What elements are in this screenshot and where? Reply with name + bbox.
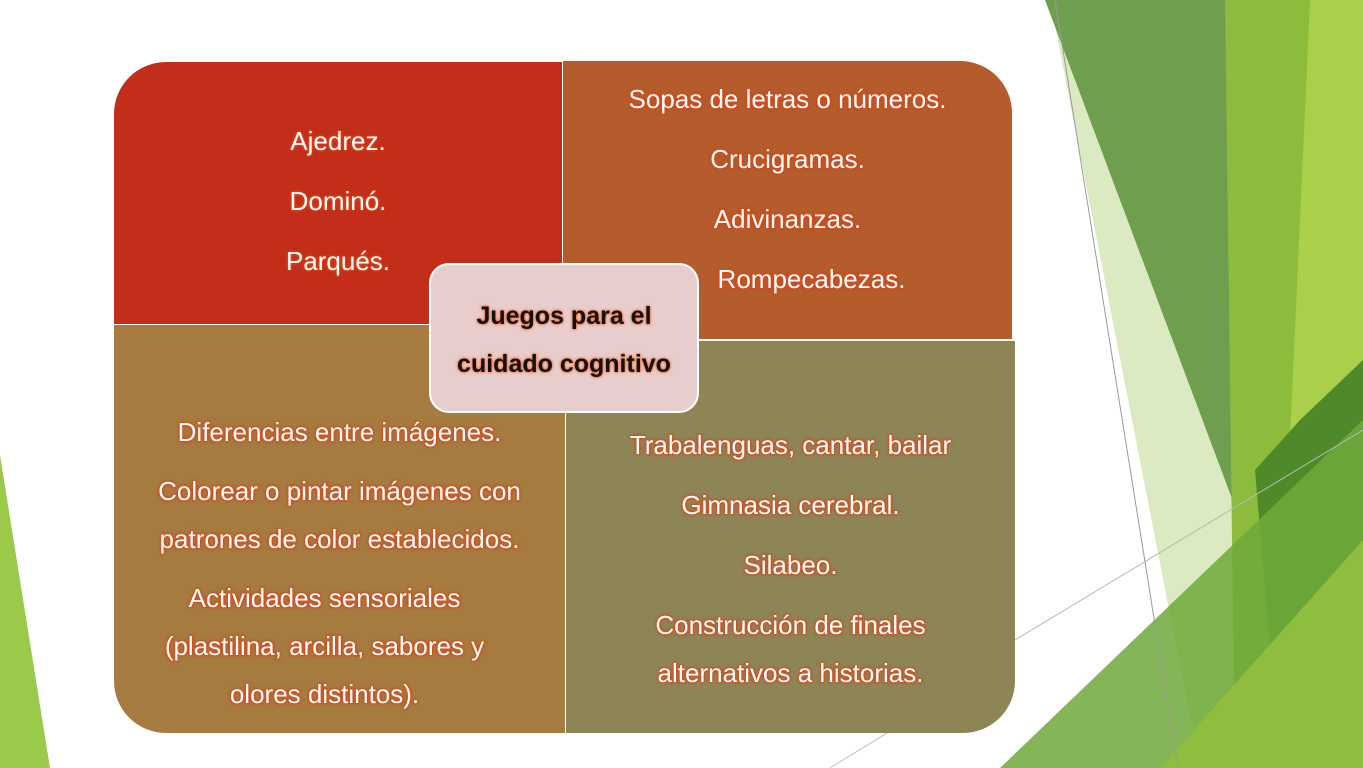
list-item: Actividades sensoriales (plastilina, arc… xyxy=(164,583,485,709)
center-title: Juegos para el cuidado cognitivo xyxy=(457,302,671,378)
list-item: Adivinanzas. xyxy=(713,204,862,234)
list-item: Dominó. xyxy=(289,186,387,216)
center-title-box: Juegos para el cuidado cognitivo xyxy=(429,263,699,413)
list-item: Gimnasia cerebral. xyxy=(681,490,900,520)
list-item: Construcción de finales alternativos a h… xyxy=(655,610,926,688)
list-item: Sopas de letras o números. xyxy=(628,84,947,114)
decor-thin-line-2 xyxy=(1014,429,1363,641)
list-item: Rompecabezas. xyxy=(717,264,906,294)
list-item: Crucigramas. xyxy=(710,144,865,174)
bottom-lime-shape xyxy=(1160,540,1363,768)
quadrant-bottom-right: Trabalenguas, cantar, bailar Gimnasia ce… xyxy=(566,341,1015,733)
decor-thin-line-1 xyxy=(1054,0,1179,768)
list-item: Silabeo. xyxy=(743,550,838,580)
list-item: Ajedrez. xyxy=(290,126,386,156)
list-item: Colorear o pintar imágenes con patrones … xyxy=(158,476,521,554)
list-item: Parqués. xyxy=(285,246,391,276)
left-green-wedge xyxy=(0,455,50,768)
list-item: Diferencias entre imágenes. xyxy=(177,417,502,447)
list-item: Trabalenguas, cantar, bailar xyxy=(629,430,952,460)
quadrant-top-left: Ajedrez. Dominó. Parqués. xyxy=(114,62,562,324)
